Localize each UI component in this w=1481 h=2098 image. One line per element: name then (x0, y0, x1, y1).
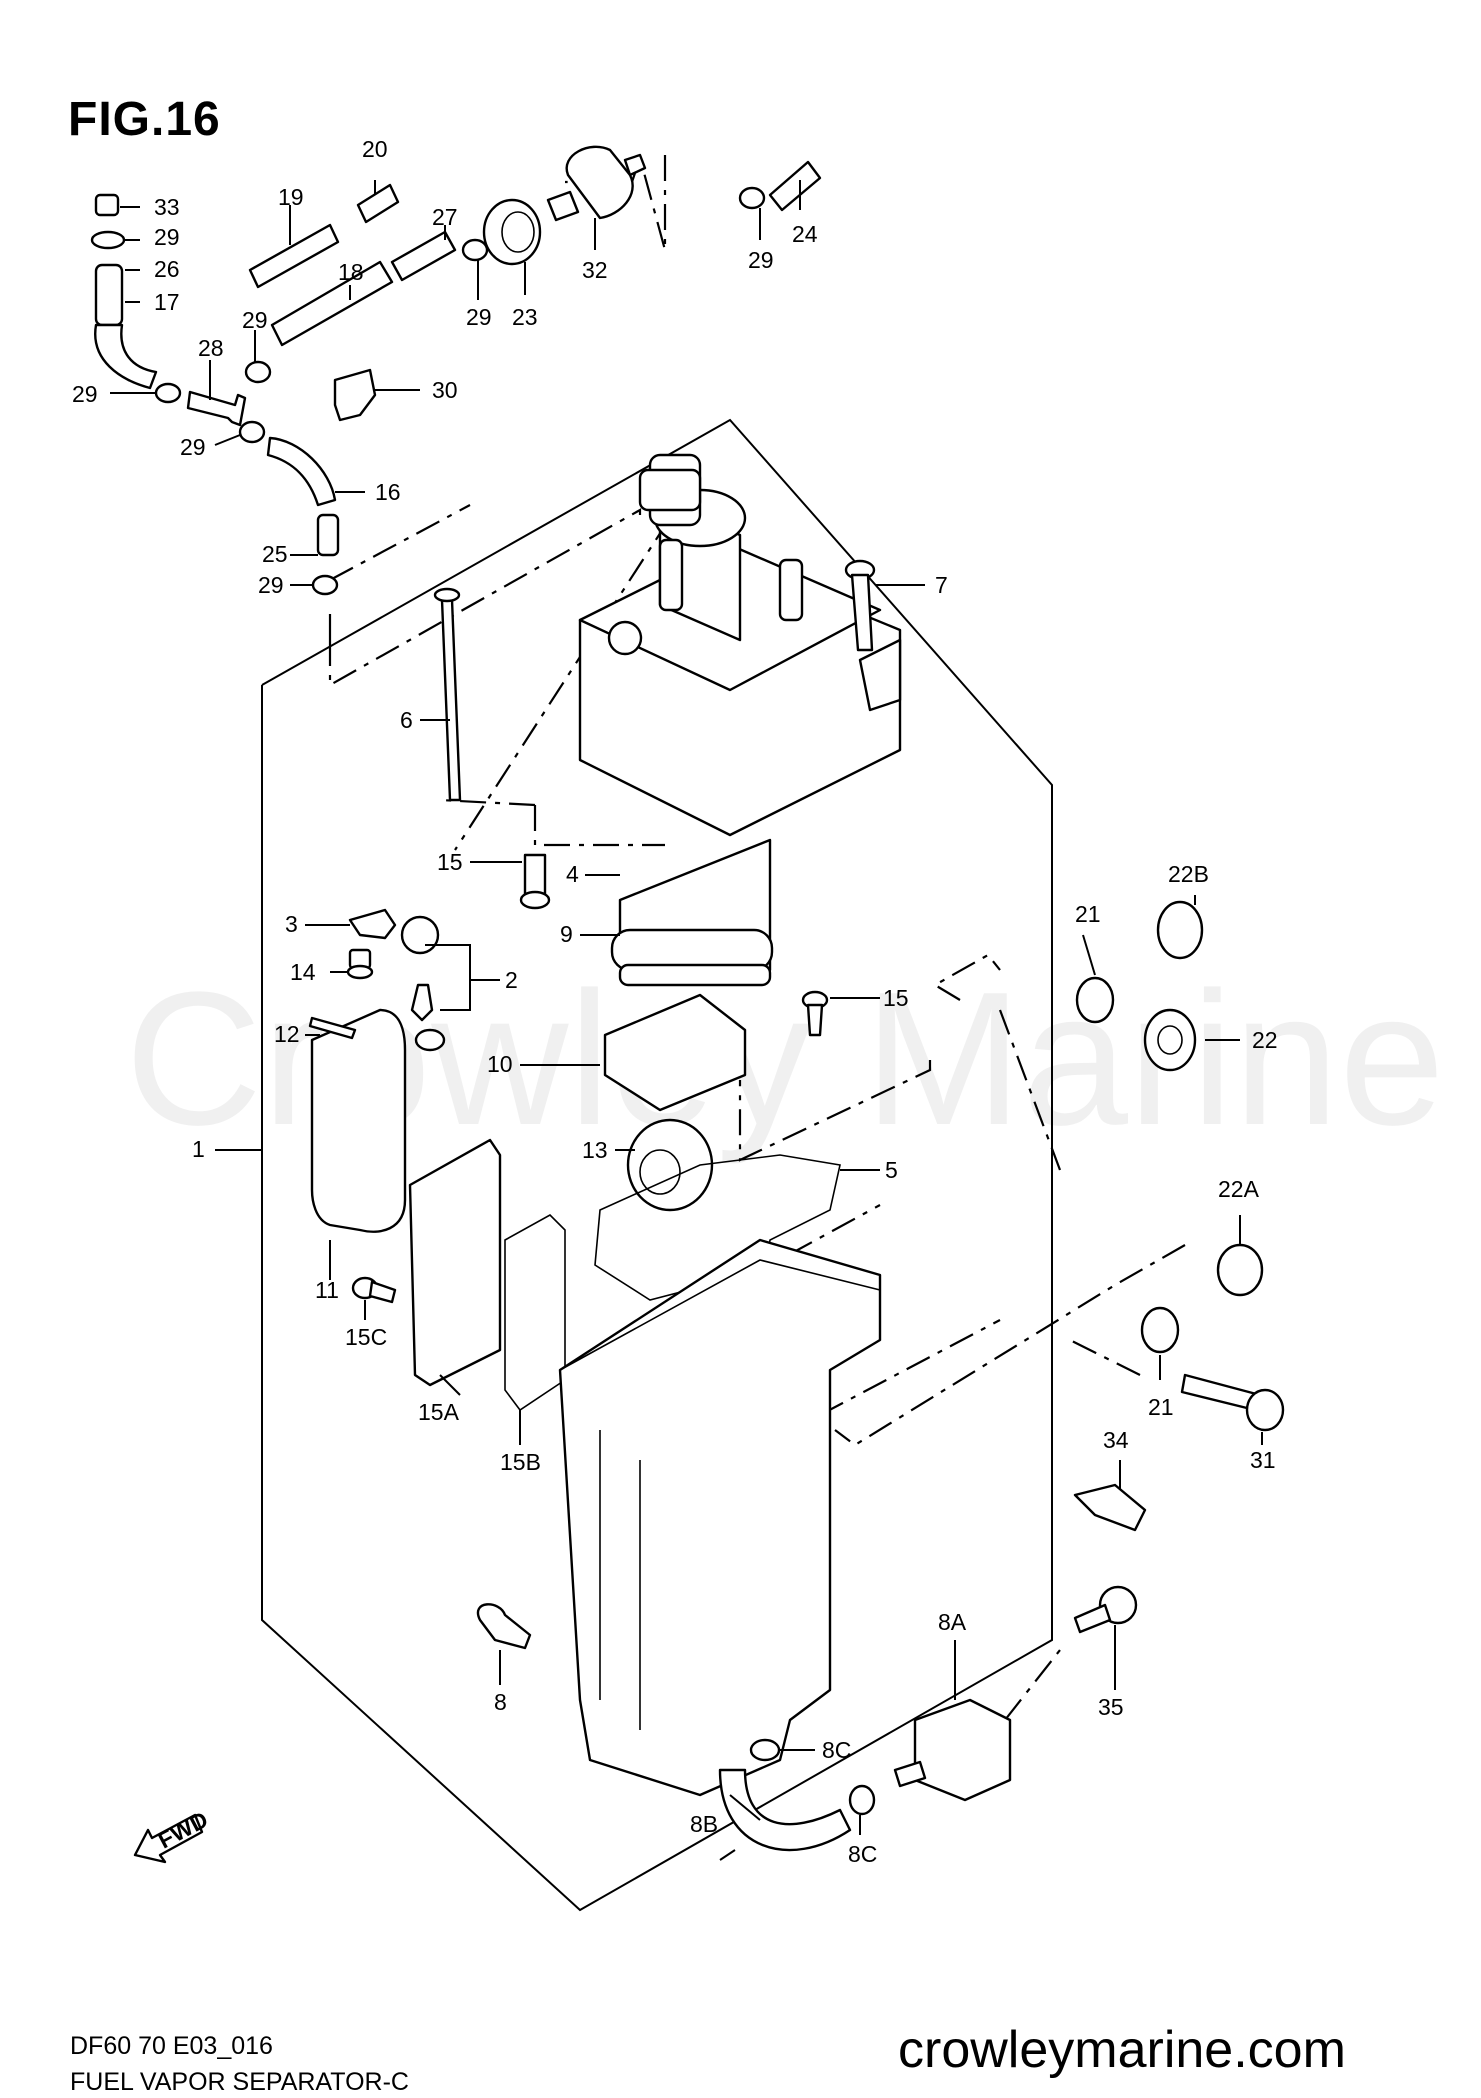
callout-27: 27 (432, 204, 458, 230)
callout-15C: 15C (345, 1324, 387, 1350)
grommets (1075, 900, 1264, 1354)
callout-24: 24 (792, 221, 818, 247)
callout-18: 18 (338, 259, 364, 285)
callout-8A: 8A (938, 1609, 967, 1635)
callout-22B: 22B (1168, 861, 1209, 887)
callout-1: 1 (192, 1136, 205, 1162)
leader-lines (110, 180, 1263, 1861)
float-chamber (308, 908, 1147, 1852)
callout-12: 12 (274, 1021, 300, 1047)
callout-28: 28 (198, 335, 224, 361)
callout-33: 33 (154, 194, 180, 220)
callout-17: 17 (154, 289, 180, 315)
callout-7: 7 (935, 572, 948, 598)
callout-8B: 8B (690, 1811, 718, 1837)
callout-15A: 15A (418, 1399, 460, 1425)
callout-32: 32 (582, 257, 608, 283)
figure-title: FIG.16 (68, 93, 221, 146)
callout-19: 19 (278, 184, 304, 210)
callout-13: 13 (582, 1137, 608, 1163)
callout-labels: 33 29 26 17 29 28 29 29 16 25 29 19 20 1… (72, 136, 1278, 1867)
assembly-frame (261, 418, 1053, 1912)
callout-8C: 8C (848, 1841, 877, 1867)
callout-15: 15 (883, 985, 909, 1011)
separator-pump-unit (578, 453, 902, 987)
callout-34: 34 (1103, 1427, 1129, 1453)
callout-14: 14 (290, 959, 316, 985)
callout-29: 29 (258, 572, 284, 598)
callout-22: 22 (1252, 1027, 1278, 1053)
callout-6: 6 (400, 707, 413, 733)
diagram-code: DF60 70 E03_016 (70, 2032, 273, 2060)
callout-8: 8 (494, 1689, 507, 1715)
callout-30: 30 (432, 377, 458, 403)
fasteners (346, 559, 1285, 1650)
callout-26: 26 (154, 256, 180, 282)
callout-29: 29 (466, 304, 492, 330)
callout-23: 23 (512, 304, 538, 330)
diagram-description: FUEL VAPOR SEPARATOR-C (70, 2068, 409, 2096)
callout-5: 5 (885, 1157, 898, 1183)
callout-29: 29 (242, 307, 268, 333)
callout-21: 21 (1148, 1394, 1174, 1420)
website-link[interactable]: crowleymarine.com (898, 2021, 1346, 2079)
fwd-arrow-label: FWD (154, 1806, 212, 1854)
callout-22A: 22A (1218, 1176, 1260, 1202)
callout-16: 16 (375, 479, 401, 505)
callout-9: 9 (560, 921, 573, 947)
callout-8C: 8C (822, 1737, 851, 1763)
callout-29: 29 (180, 434, 206, 460)
callout-15B: 15B (500, 1449, 541, 1475)
callout-29: 29 (72, 381, 98, 407)
fwd-arrow: FWD (133, 1806, 212, 1864)
callout-35: 35 (1098, 1694, 1124, 1720)
callout-21: 21 (1075, 901, 1101, 927)
hose-parts (90, 145, 822, 596)
callout-31: 31 (1250, 1447, 1276, 1473)
callout-20: 20 (362, 136, 388, 162)
callout-29: 29 (748, 247, 774, 273)
callout-2: 2 (505, 967, 518, 993)
connection-lines (328, 154, 1186, 1721)
callout-29: 29 (154, 224, 180, 250)
callout-4: 4 (566, 861, 579, 887)
callout-25: 25 (262, 541, 288, 567)
callout-3: 3 (285, 911, 298, 937)
callout-15: 15 (437, 849, 463, 875)
callout-10: 10 (487, 1051, 513, 1077)
callout-11: 11 (315, 1277, 339, 1303)
